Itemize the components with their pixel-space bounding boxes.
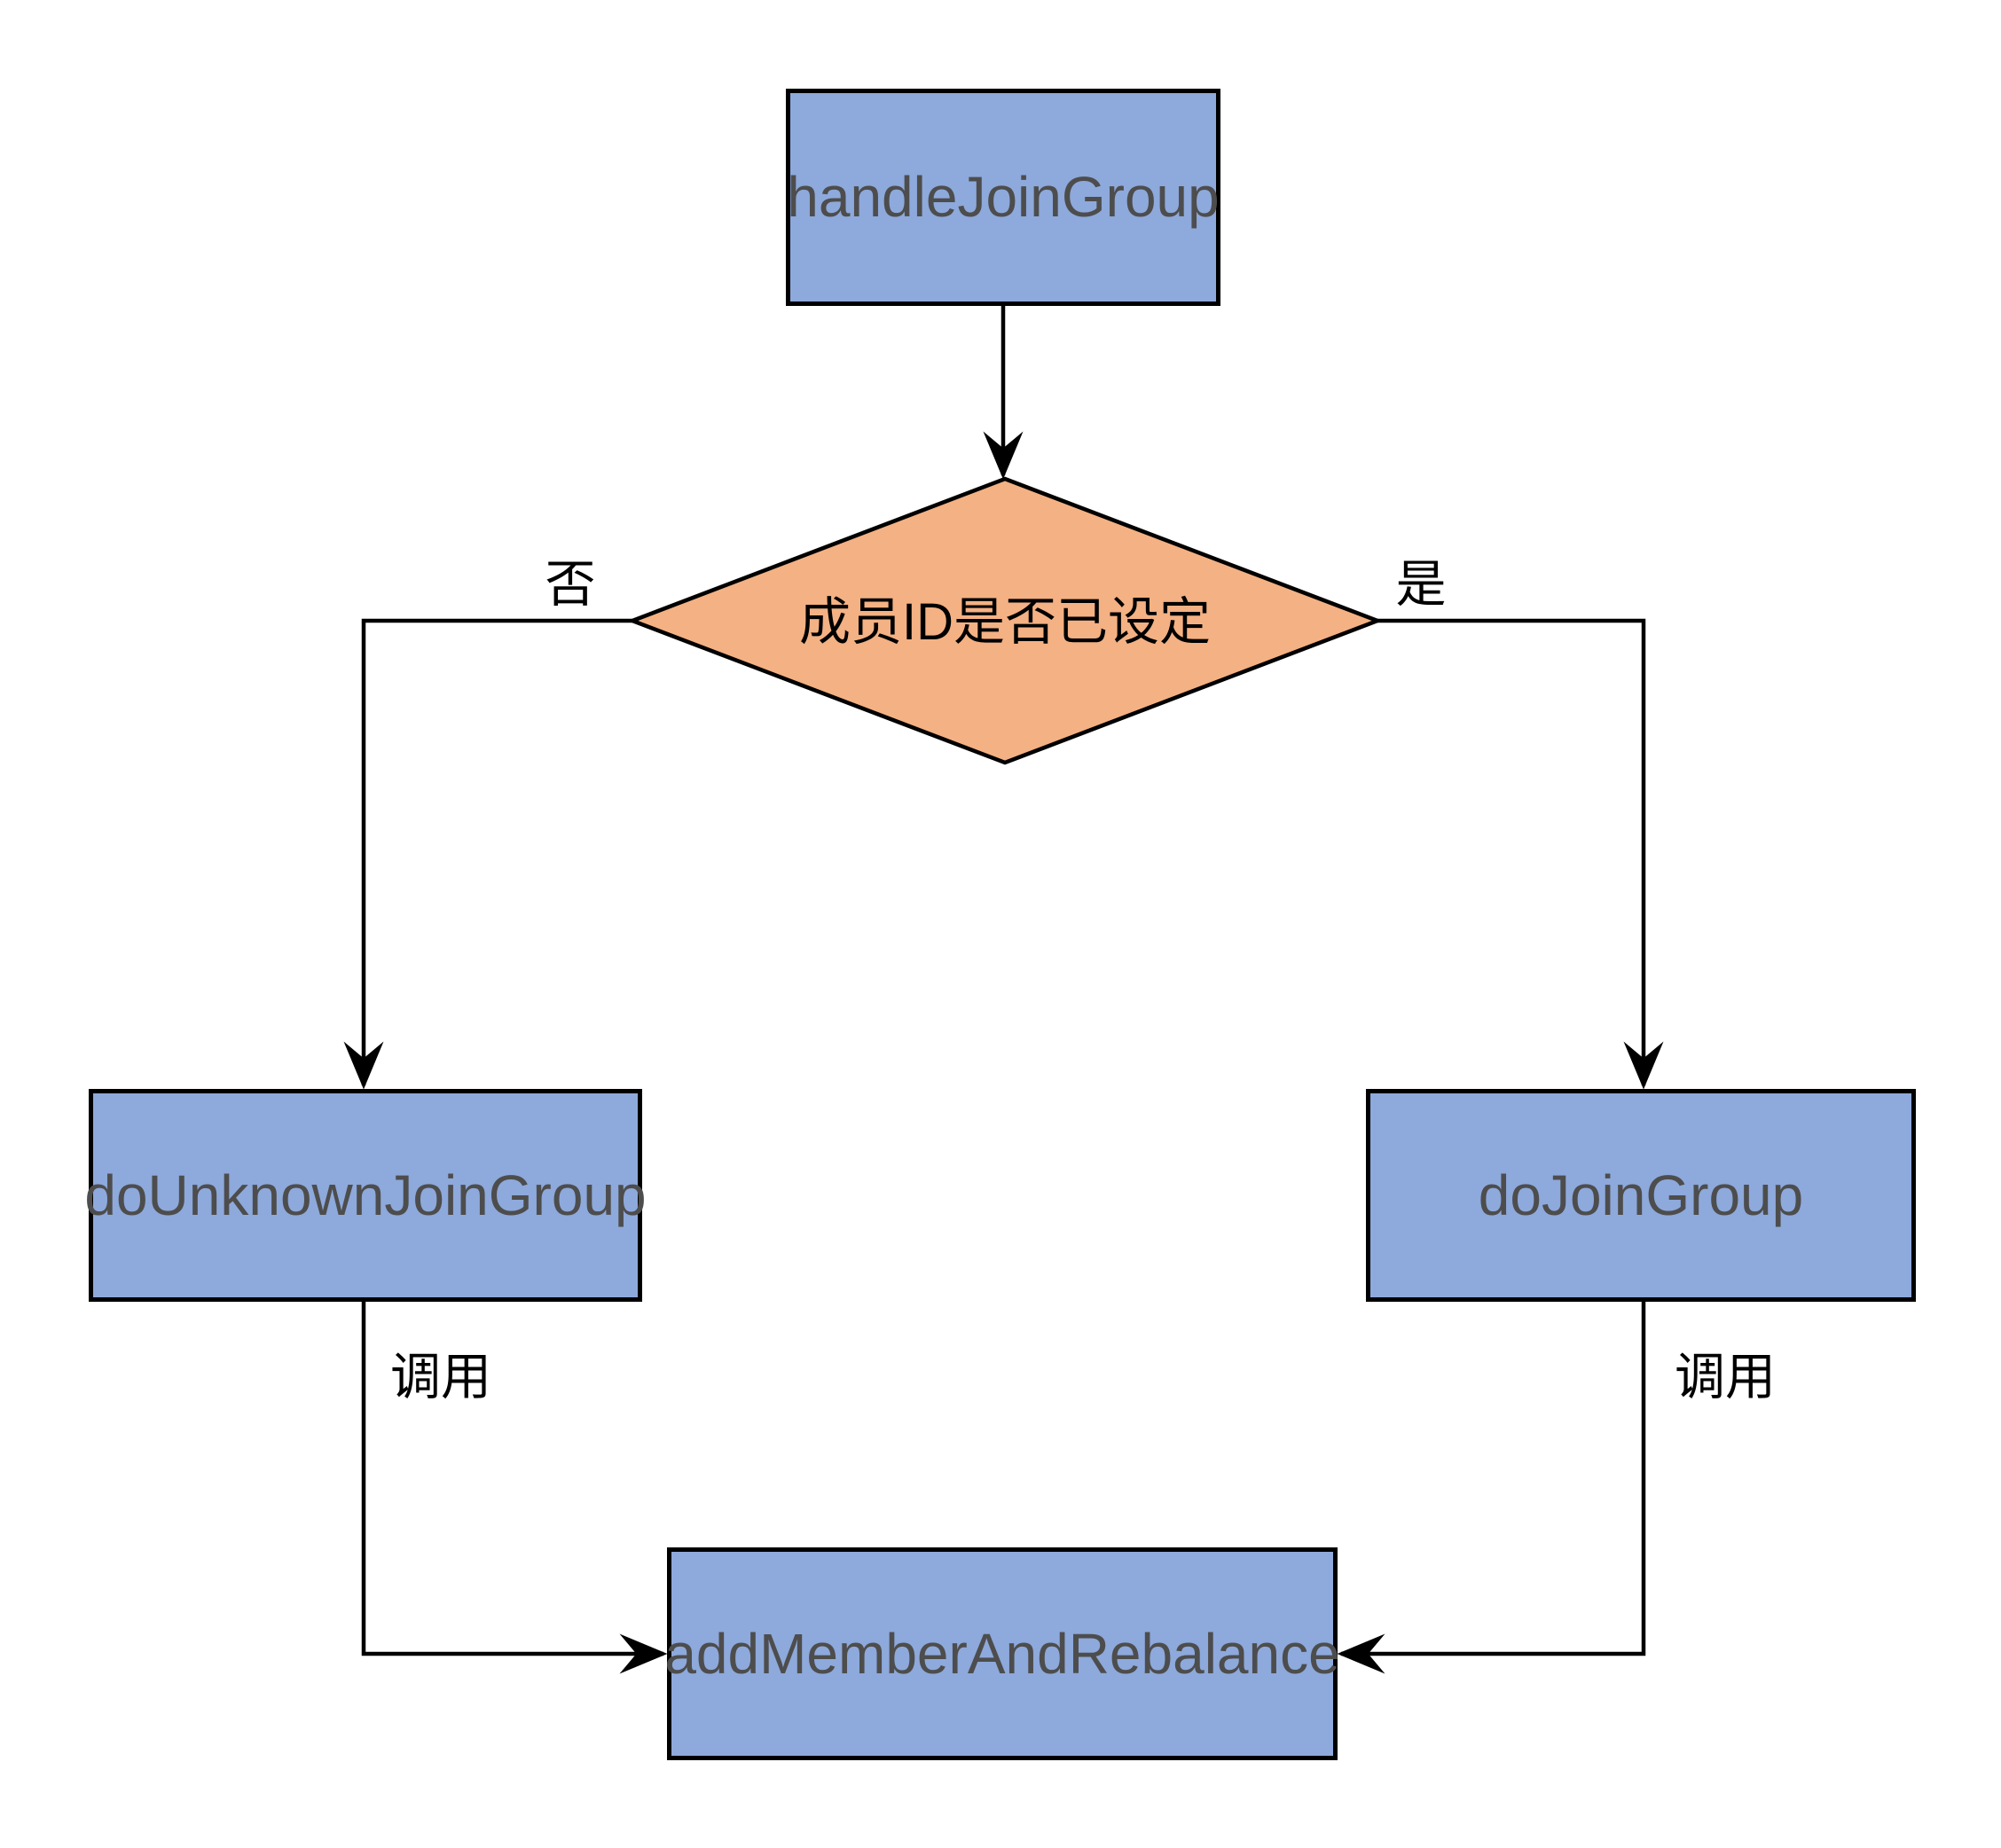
node-member-id-decision-label: 成员ID是否已设定 <box>798 593 1211 651</box>
edge-dojoin-to-addmember <box>1337 1302 1646 1674</box>
node-handle-join-group: handleJoinGroup <box>786 89 1220 306</box>
edge-dounknown-to-addmember <box>361 1302 668 1674</box>
node-do-join-group: doJoinGroup <box>1366 1089 1916 1302</box>
node-do-unknown-join-group: doUnknownJoinGroup <box>84 1089 647 1302</box>
edge-decision-to-dojoin <box>1377 618 1664 1090</box>
edge-label-call-right: 调用 <box>1675 1349 1776 1406</box>
edge-label-yes: 是 <box>1395 556 1447 613</box>
edge-label-call-left: 调用 <box>390 1349 491 1406</box>
edge-label-no: 否 <box>545 556 596 613</box>
node-add-member-and-rebalance: addMemberAndRebalance <box>664 1547 1340 1760</box>
edge-decision-to-dounknown <box>343 618 632 1090</box>
decision-diamond-shape <box>626 476 1384 765</box>
